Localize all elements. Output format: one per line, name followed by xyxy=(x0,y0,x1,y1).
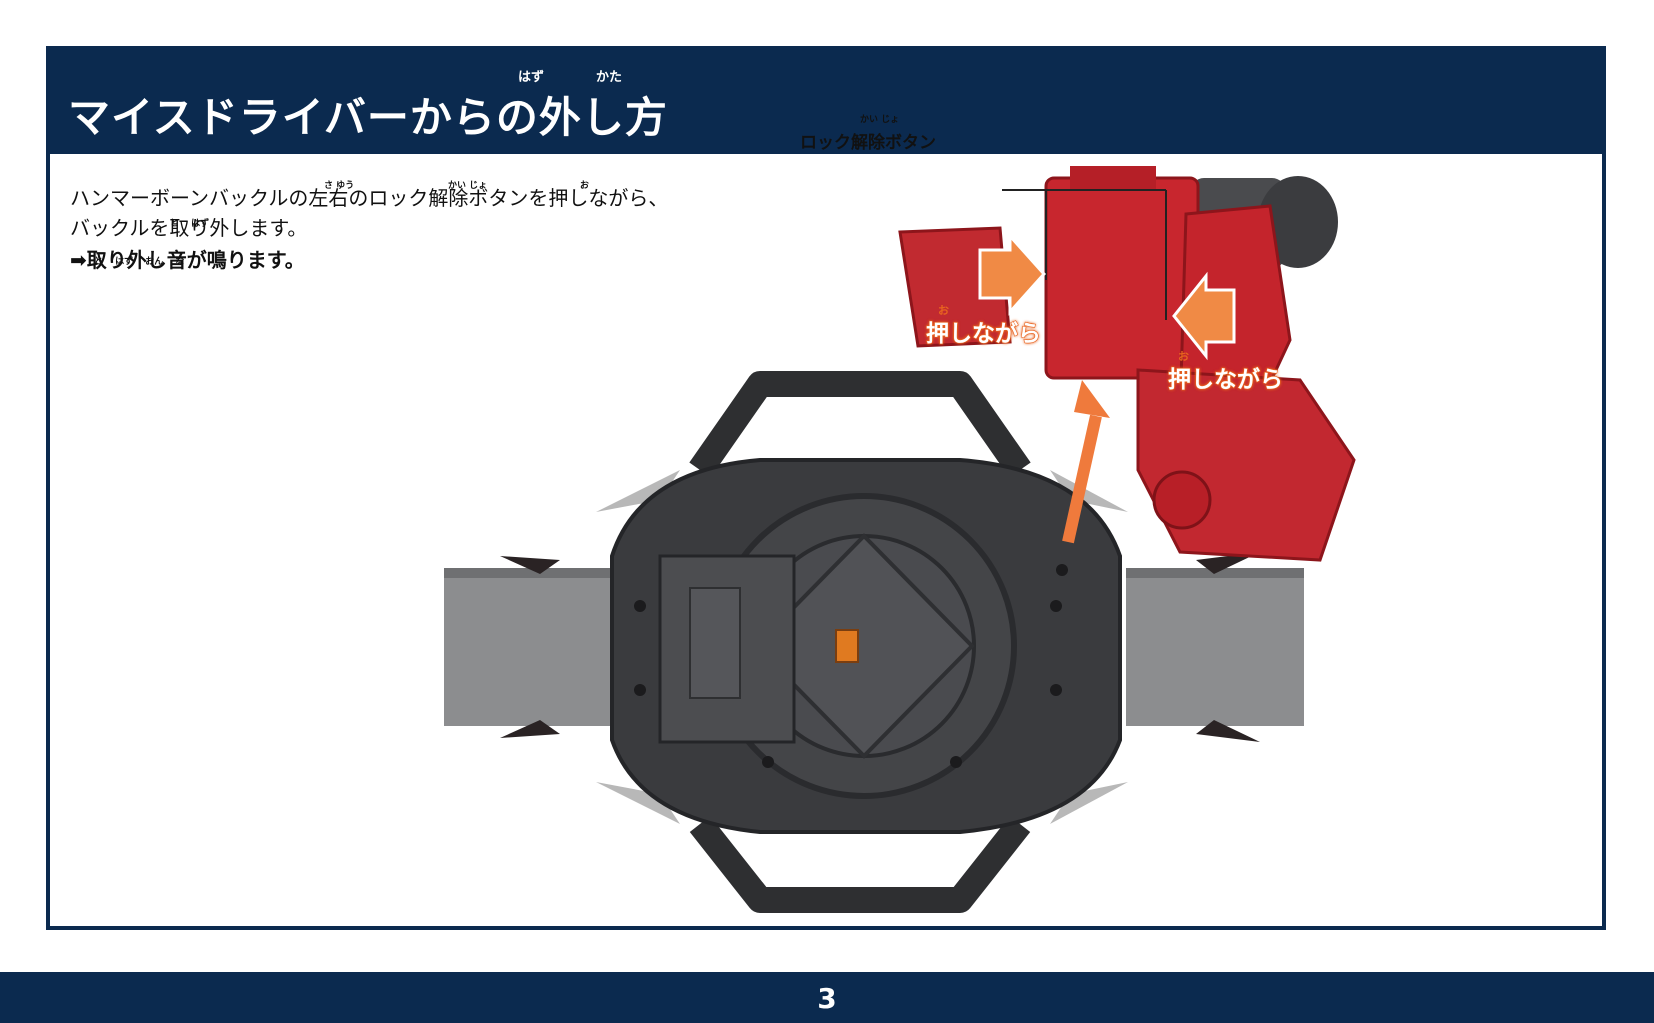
push-ruby-right: お xyxy=(1178,350,1189,363)
driver-belt xyxy=(444,568,1304,726)
page-number: 3 xyxy=(817,982,837,1015)
ruby-o: お xyxy=(580,181,590,191)
lock-release-button-label: ロック解除ボタン xyxy=(800,133,936,153)
ruby-kaijo: かい じょ xyxy=(448,181,488,191)
instruction-result: ➡取り外し音が鳴ります。 xyxy=(70,248,305,272)
lift-arrow-icon xyxy=(1062,380,1110,544)
lock-release-ruby: かい じょ xyxy=(860,115,900,125)
callout-lines xyxy=(1002,189,1167,320)
instruction-line-1: ハンマーボーンバックルの左右のロック解除ボタンを押しながら、 xyxy=(70,186,669,210)
driver-handles xyxy=(689,371,1031,913)
title-ruby-hazu: はず xyxy=(518,70,545,85)
instruction-line-2: バックルを取り外します。 xyxy=(70,216,308,240)
ruby-line3: と はず おん な xyxy=(94,257,185,267)
instructions: さ ゆう かい じょ お ハンマーボーンバックルの左右のロック解除ボタンを押しな… xyxy=(70,166,669,272)
ruby-sayuu: さ ゆう xyxy=(324,181,355,191)
push-ruby-left: お xyxy=(938,304,949,317)
driver-spikes xyxy=(500,470,1260,824)
page-title: マイスドライバーからの外し方 xyxy=(68,93,668,142)
driver-body xyxy=(610,458,1122,834)
push-label-right: 押しながら xyxy=(1167,366,1283,393)
footer-bar: 3 xyxy=(0,972,1654,1023)
title-ruby-kata: かた xyxy=(596,70,623,85)
ruby-line2: と はず xyxy=(170,219,210,229)
title-bar: はず かた マイスドライバーからの外し方 xyxy=(50,50,1602,154)
push-label-left: 押しながら xyxy=(925,320,1041,347)
push-arrow-right-icon xyxy=(1172,271,1236,361)
push-arrow-left-icon xyxy=(978,232,1047,316)
